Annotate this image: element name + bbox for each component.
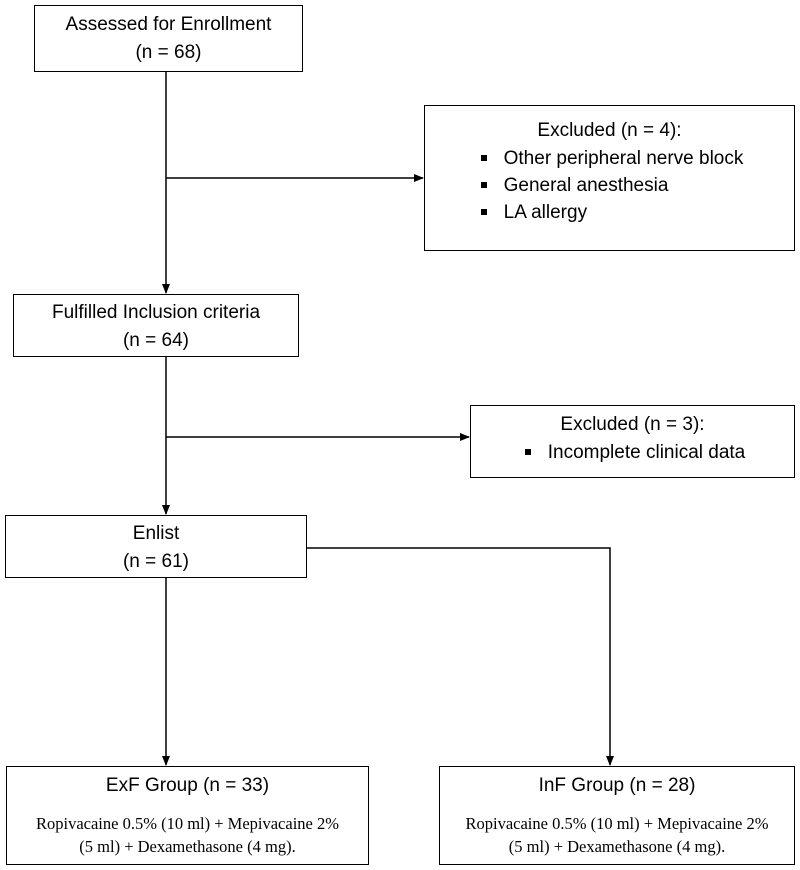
bullet-square-icon: [524, 449, 531, 455]
excluded-box-1: Excluded (n = 4): Other peripheral nerve…: [424, 105, 795, 251]
inclusion-count: (n = 64): [122, 330, 189, 351]
excluded-2-title: Excluded (n = 3):: [560, 414, 705, 435]
exf-group-box: ExF Group (n = 33) Ropivacaine 0.5% (10 …: [6, 766, 369, 865]
bullet-square-icon: [480, 155, 487, 161]
excluded-box-2: Excluded (n = 3): Incomplete clinical da…: [470, 405, 795, 478]
excluded-1-list: Other peripheral nerve block General ane…: [476, 145, 744, 226]
bullet-square-icon: [480, 209, 487, 215]
excluded-1-item: General anesthesia: [476, 172, 744, 199]
excluded-2-list: Incomplete clinical data: [520, 439, 745, 466]
inf-group-box: InF Group (n = 28) Ropivacaine 0.5% (10 …: [439, 766, 795, 865]
excluded-2-item: Incomplete clinical data: [520, 439, 745, 466]
inclusion-title: Fulfilled Inclusion criteria: [51, 302, 261, 323]
arrow-enlist-to-inf: [306, 547, 614, 766]
inf-group-regimen-line-1: Ropivacaine 0.5% (10 ml) + Mepivacaine 2…: [465, 814, 769, 833]
assessed-count: (n = 68): [135, 42, 202, 63]
exf-group-title: ExF Group (n = 33): [105, 775, 270, 796]
exf-group-regimen-line-2: (5 ml) + Dexamethasone (4 mg).: [79, 837, 296, 856]
enlist-box: Enlist (n = 61): [5, 515, 307, 578]
inf-group-title: InF Group (n = 28): [538, 775, 696, 796]
enlist-title: Enlist: [132, 523, 180, 544]
excluded-1-item: Other peripheral nerve block: [476, 145, 743, 172]
exf-group-regimen-line-1: Ropivacaine 0.5% (10 ml) + Mepivacaine 2…: [35, 814, 339, 833]
inclusion-box: Fulfilled Inclusion criteria (n = 64): [13, 294, 299, 357]
excluded-1-item: LA allergy: [476, 199, 744, 226]
assessed-title: Assessed for Enrollment: [65, 14, 272, 35]
excluded-1-title: Excluded (n = 4):: [537, 120, 682, 141]
enlist-count: (n = 61): [122, 551, 189, 572]
assessed-box: Assessed for Enrollment (n = 68): [34, 5, 303, 72]
inf-group-regimen-line-2: (5 ml) + Dexamethasone (4 mg).: [508, 837, 726, 856]
bullet-square-icon: [480, 182, 487, 188]
